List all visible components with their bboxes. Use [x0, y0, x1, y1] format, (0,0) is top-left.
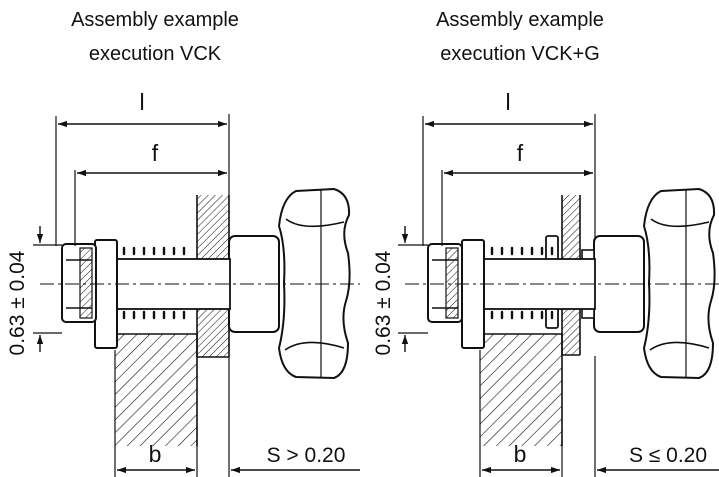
left-dim-vertical-label: 0.63 ± 0.04 [6, 250, 29, 355]
right-title-line2: execution VCK+G [440, 43, 600, 65]
right-dim-vertical-label: 0.63 ± 0.04 [372, 250, 395, 355]
right-dim-s-label: S ≤ 0.20 [629, 444, 707, 467]
figure-vck [33, 114, 360, 477]
left-dim-b-label: b [149, 441, 162, 467]
left-title-line2: execution VCK [89, 43, 222, 65]
right-dim-f-label: f [517, 140, 524, 166]
left-dim-f-label: f [152, 140, 159, 166]
right-dim-l-label: l [505, 89, 510, 115]
left-title-line1: Assembly example [71, 9, 239, 31]
left-dim-l-label: l [139, 89, 144, 115]
right-title-line1: Assembly example [436, 9, 604, 31]
right-dim-b-label: b [514, 441, 527, 467]
figure-vck-g [398, 114, 719, 477]
left-dim-s-label: S > 0.20 [267, 444, 346, 467]
